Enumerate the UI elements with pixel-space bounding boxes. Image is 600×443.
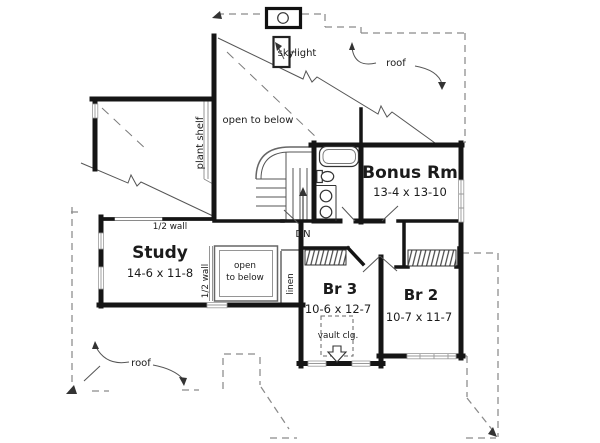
staircase [255, 146, 314, 227]
room-dims-br2: 10-7 x 11-7 [386, 310, 452, 324]
room-dims-bonus: 13-4 x 13-10 [373, 185, 447, 199]
skylight [272, 35, 296, 69]
window [307, 360, 327, 367]
label-plant-shelf: plant shelf [195, 116, 206, 169]
br3-closet-bifold [304, 249, 347, 266]
window [351, 360, 371, 367]
label-half-wall-side: 1/2 wall [201, 264, 211, 298]
vanity-counter [316, 185, 337, 221]
br2-closet-bifold [407, 249, 457, 267]
vault-ceiling-marker [320, 315, 354, 363]
room-label-bonus: Bonus Rm [362, 163, 458, 183]
window [458, 179, 465, 223]
windows [92, 103, 465, 367]
room-dims-br3: 10-6 x 12-7 [305, 302, 371, 316]
label-open-small-1: open [234, 261, 256, 271]
label-half-wall-top: 1/2 wall [153, 222, 187, 232]
label-open-small-2: to below [226, 273, 264, 283]
label-roof-top: roof [386, 58, 406, 69]
bathtub-icon [318, 145, 360, 168]
label-vault-clg: vault clg. [318, 331, 359, 341]
down-arrow-icon [326, 345, 348, 363]
label-roof-bottom: roof [131, 358, 151, 369]
label-dn: DN [295, 229, 310, 240]
room-label-br3: Br 3 [323, 280, 358, 298]
room-label-study: Study [132, 243, 188, 263]
window [406, 353, 457, 360]
label-skylight: skylight [278, 48, 317, 59]
closet-bifold-doors [304, 249, 457, 267]
half-walls-and-shelves [103, 101, 301, 303]
label-linen: linen [286, 273, 296, 294]
label-open-to-below-upper: open to below [223, 115, 294, 126]
door-swings [283, 205, 399, 273]
room-dims-study: 14-6 x 11-8 [127, 266, 193, 280]
window [206, 302, 228, 309]
sink-icon [319, 205, 333, 219]
window [98, 232, 105, 250]
chimney [264, 6, 303, 30]
sink-icon [319, 189, 333, 203]
bathroom-fixtures [316, 145, 360, 221]
window [92, 103, 99, 119]
room-label-br2: Br 2 [404, 286, 439, 304]
roof-edge-lines [80, 37, 436, 217]
chimney-flue-icon [277, 12, 289, 24]
roof-callout-arrows [92, 42, 446, 386]
roof-outline-dashed [66, 11, 499, 439]
labels: skylight roof open to below plant shelf … [127, 48, 458, 369]
window [98, 266, 105, 290]
open-to-below-shaft [213, 245, 279, 302]
